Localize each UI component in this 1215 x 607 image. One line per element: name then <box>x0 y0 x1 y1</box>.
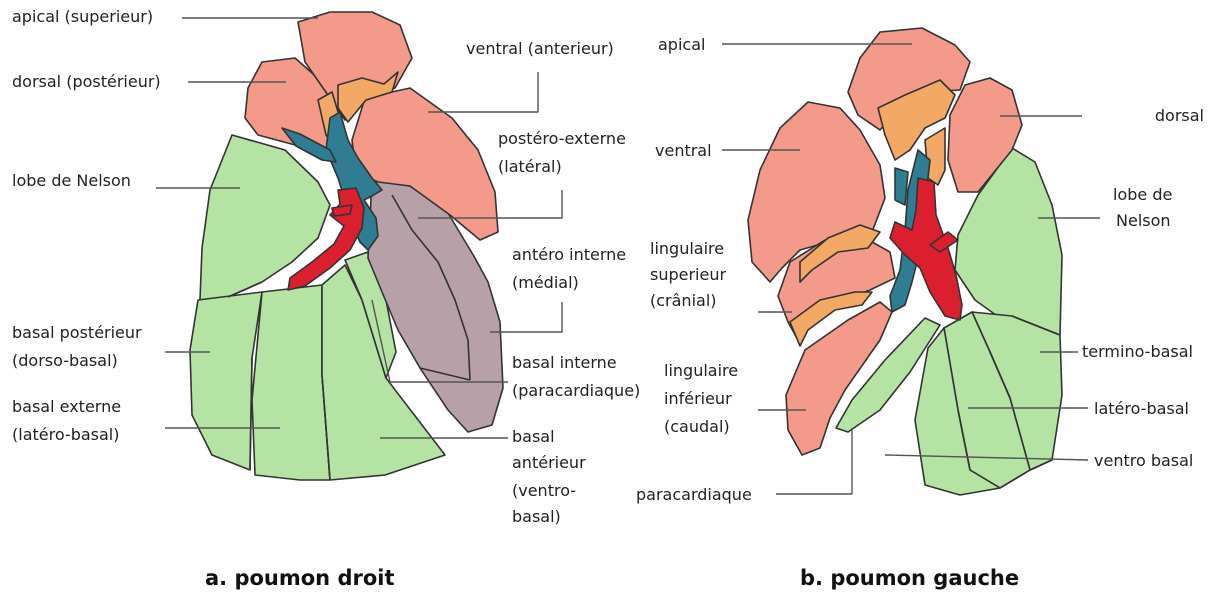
label-right-postero-external-1: postéro-externe <box>498 128 626 150</box>
label-left-ventral: ventral <box>655 140 712 162</box>
label-left-paracardiaque: paracardiaque <box>636 484 752 506</box>
label-right-antero-internal-2: (médial) <box>512 272 579 294</box>
label-left-lingular-inferior-2: inférieur <box>664 388 732 410</box>
label-left-lingular-superior-1: lingulaire <box>650 238 724 260</box>
right-artery-branch <box>332 205 352 216</box>
label-right-basal-external-1: basal externe <box>12 396 121 418</box>
label-right-basal-anterior-1: basal <box>512 426 555 448</box>
label-right-basal-internal-1: basal interne <box>512 352 617 374</box>
label-right-apical: apical (superieur) <box>12 6 153 28</box>
left-lung <box>722 28 1100 495</box>
label-left-termino-basal: termino-basal <box>1082 341 1193 363</box>
label-left-apical: apical <box>658 34 705 56</box>
label-right-basal-anterior-2: antérieur <box>512 452 586 474</box>
right-lung <box>156 12 562 480</box>
label-left-latero-basal: latéro-basal <box>1094 398 1189 420</box>
caption-right-lung: a. poumon droit <box>205 566 395 590</box>
label-left-ventro-basal: ventro basal <box>1094 450 1193 472</box>
label-right-dorsal: dorsal (postérieur) <box>12 71 161 93</box>
right-basal-external-lobe <box>252 285 330 480</box>
label-right-basal-external-2: (latéro-basal) <box>12 424 119 446</box>
label-left-nelson-1: lobe de <box>1113 184 1172 206</box>
label-right-basal-anterior-3: (ventro- <box>512 480 576 502</box>
label-left-lingular-inferior-1: lingulaire <box>664 360 738 382</box>
caption-left-lung: b. poumon gauche <box>800 566 1019 590</box>
label-right-basal-posterior-1: basal postérieur <box>12 322 142 344</box>
label-right-postero-external-2: (latéral) <box>498 156 562 178</box>
label-right-basal-posterior-2: (dorso-basal) <box>12 350 118 372</box>
label-right-antero-internal-1: antéro interne <box>512 244 626 266</box>
label-right-ventral: ventral (anterieur) <box>466 38 614 60</box>
label-left-lingular-inferior-3: (caudal) <box>664 416 730 438</box>
label-right-basal-anterior-4: basal) <box>512 506 561 528</box>
label-left-nelson-2: Nelson <box>1116 210 1171 232</box>
label-left-lingular-superior-2: superieur <box>650 264 726 286</box>
label-right-nelson: lobe de Nelson <box>12 170 131 192</box>
label-right-basal-internal-2: (paracardiaque) <box>512 380 640 402</box>
label-left-lingular-superior-3: (crânial) <box>650 290 717 312</box>
label-left-dorsal: dorsal <box>1130 105 1204 127</box>
left-bronchus-branch <box>895 168 908 205</box>
